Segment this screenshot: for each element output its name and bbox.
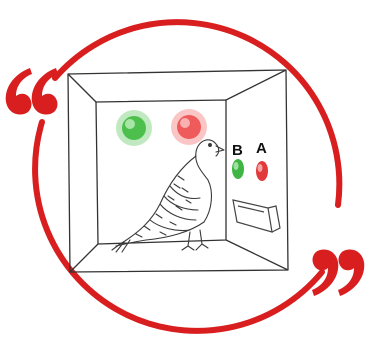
- left-double-quote-icon: [6, 68, 58, 115]
- chamber-back-wall: [96, 100, 226, 244]
- red-circle-frame: [35, 22, 339, 331]
- chamber-edge-bottom-left: [70, 244, 98, 272]
- food-hopper: [233, 200, 280, 232]
- chamber-edge-bottom-right: [226, 240, 288, 270]
- red-light: [171, 109, 207, 145]
- green-key: [232, 159, 244, 179]
- key-label-a: A: [256, 140, 267, 157]
- green-light: [116, 110, 152, 146]
- chamber-edge-top-left: [68, 74, 96, 102]
- red-key: [256, 161, 268, 181]
- chamber-edge-top-right: [226, 70, 286, 100]
- pigeon-icon: [112, 140, 224, 252]
- operant-chamber: [68, 70, 288, 272]
- key-label-b: B: [232, 142, 243, 159]
